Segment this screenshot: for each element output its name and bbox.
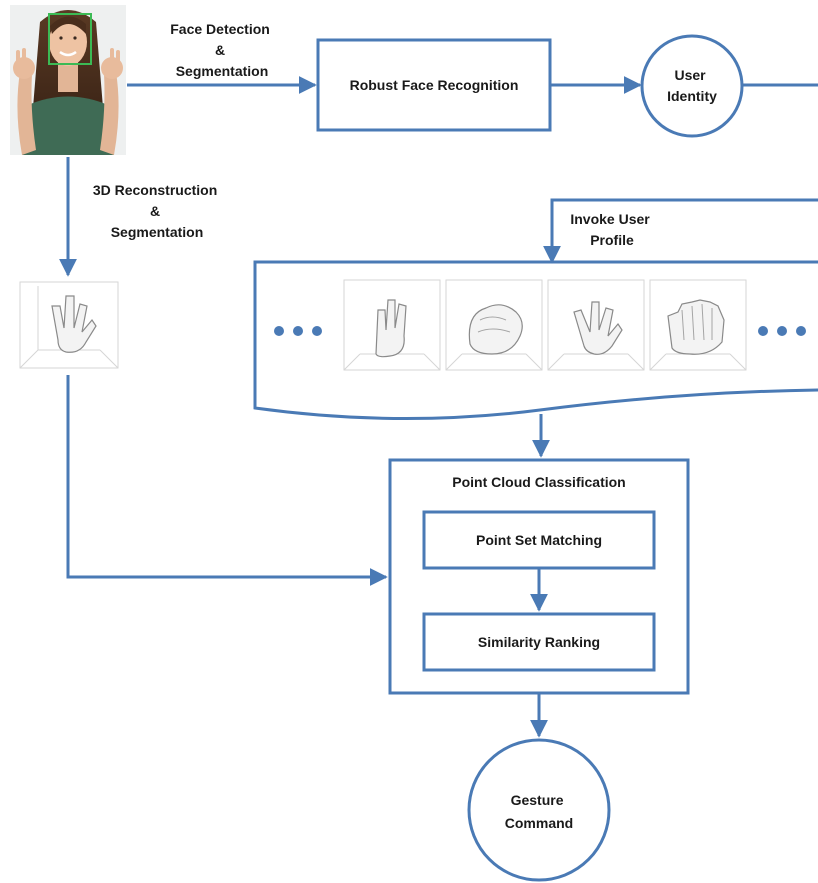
invoke-user-profile-label: Invoke User Profile: [570, 211, 653, 248]
point-set-matching-box: [422, 510, 656, 570]
reconstruction-label: 3D Reconstruction & Segmentation: [93, 182, 221, 240]
gesture-command-label: Gesture Command: [505, 792, 573, 831]
gallery-thumbnail: [343, 279, 441, 371]
face-detection-label: Face Detection & Segmentation: [170, 21, 273, 79]
gallery-thumbnail: [649, 279, 747, 371]
gallery-thumbnail: [547, 279, 645, 371]
gesture-command-node: [467, 738, 611, 882]
point-cloud-classification-label: Point Cloud Classification: [452, 474, 625, 490]
point-set-matching-label: Point Set Matching: [476, 532, 602, 548]
profile-gallery-panel: [253, 260, 818, 421]
gallery-thumbnail: [445, 279, 543, 371]
face-detection-box: [48, 13, 92, 65]
reconstructed-hand-point-cloud: [19, 281, 119, 369]
invoke-profile-connector: [543, 198, 818, 264]
similarity-ranking-label: Similarity Ranking: [478, 634, 600, 650]
user-identity-node: [640, 34, 744, 138]
robust-face-recognition-label: Robust Face Recognition: [350, 77, 519, 93]
gallery-more-left: [274, 326, 322, 336]
similarity-ranking-box: [422, 612, 656, 672]
reconstruction-to-classification-arrow: [66, 375, 388, 586]
gallery-more-right: [758, 326, 806, 336]
person-photo: [10, 5, 126, 155]
user-identity-label: User Identity: [667, 67, 717, 104]
